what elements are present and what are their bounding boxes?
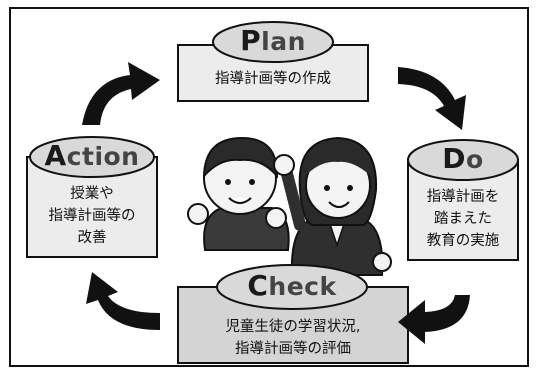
plan-title: Plan bbox=[213, 24, 333, 57]
action-description: 授業や 指導計画等の 改善 bbox=[27, 183, 157, 249]
action-title-initial: A bbox=[44, 139, 67, 172]
action-line: 改善 bbox=[77, 230, 107, 246]
plan-title-rest: lan bbox=[261, 27, 306, 56]
students-cheering-illustration bbox=[187, 136, 392, 276]
do-line: 踏まえた bbox=[434, 211, 492, 227]
girl-illustration bbox=[273, 136, 392, 276]
check-line: 児童生徒の学習状況, bbox=[225, 319, 361, 335]
plan-title-initial: P bbox=[240, 24, 262, 57]
plan-pill bbox=[212, 21, 334, 63]
do-pill bbox=[407, 139, 519, 181]
action-line: 授業や bbox=[70, 186, 114, 202]
check-line: 指導計画等の評価 bbox=[235, 341, 351, 357]
cycle-arrows bbox=[82, 62, 470, 344]
action-line: 指導計画等の bbox=[48, 208, 136, 224]
arrow-plan-to-do bbox=[398, 67, 466, 130]
do-title: Do bbox=[408, 142, 518, 175]
do-title-initial: D bbox=[442, 142, 467, 175]
plan-line: 指導計画等の作成 bbox=[215, 71, 331, 87]
action-pill bbox=[29, 136, 155, 178]
check-pill bbox=[216, 264, 368, 310]
do-description: 指導計画を 踏まえた 教育の実施 bbox=[408, 186, 518, 252]
do-title-rest: o bbox=[466, 145, 484, 174]
boy-illustration bbox=[187, 136, 290, 251]
check-title-initial: C bbox=[247, 269, 269, 302]
do-line: 指導計画を bbox=[426, 189, 500, 205]
check-title-rest: heck bbox=[268, 272, 337, 301]
arrow-do-to-check bbox=[398, 295, 470, 344]
check-description: 児童生徒の学習状況, 指導計画等の評価 bbox=[178, 316, 408, 360]
arrow-action-to-plan bbox=[82, 62, 160, 125]
check-title: Check bbox=[217, 269, 367, 302]
action-title-rest: ction bbox=[66, 142, 140, 171]
do-line: 教育の実施 bbox=[426, 233, 500, 249]
action-title: Action bbox=[30, 139, 154, 172]
plan-description: 指導計画等の作成 bbox=[178, 68, 368, 90]
arrow-check-to-action bbox=[86, 272, 160, 330]
